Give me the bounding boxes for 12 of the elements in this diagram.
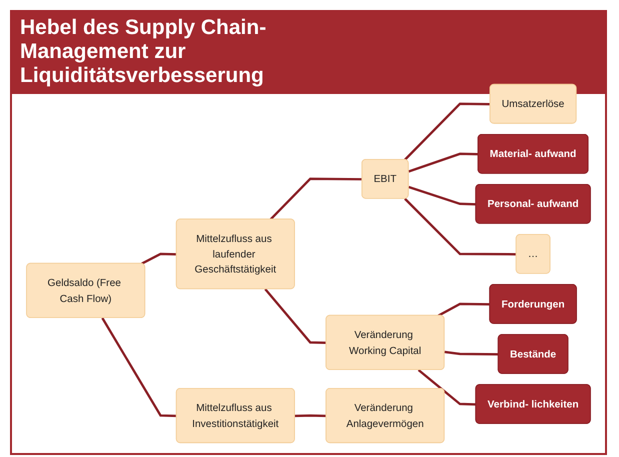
connector [101, 317, 177, 418]
connector [438, 302, 490, 317]
connector [294, 414, 326, 418]
connector [404, 102, 490, 161]
connector [418, 369, 476, 406]
connector [270, 178, 362, 220]
connector [408, 152, 478, 173]
connector [408, 186, 476, 206]
connector [404, 198, 517, 256]
connector [444, 350, 499, 356]
connector [141, 252, 177, 265]
connector [264, 288, 326, 344]
